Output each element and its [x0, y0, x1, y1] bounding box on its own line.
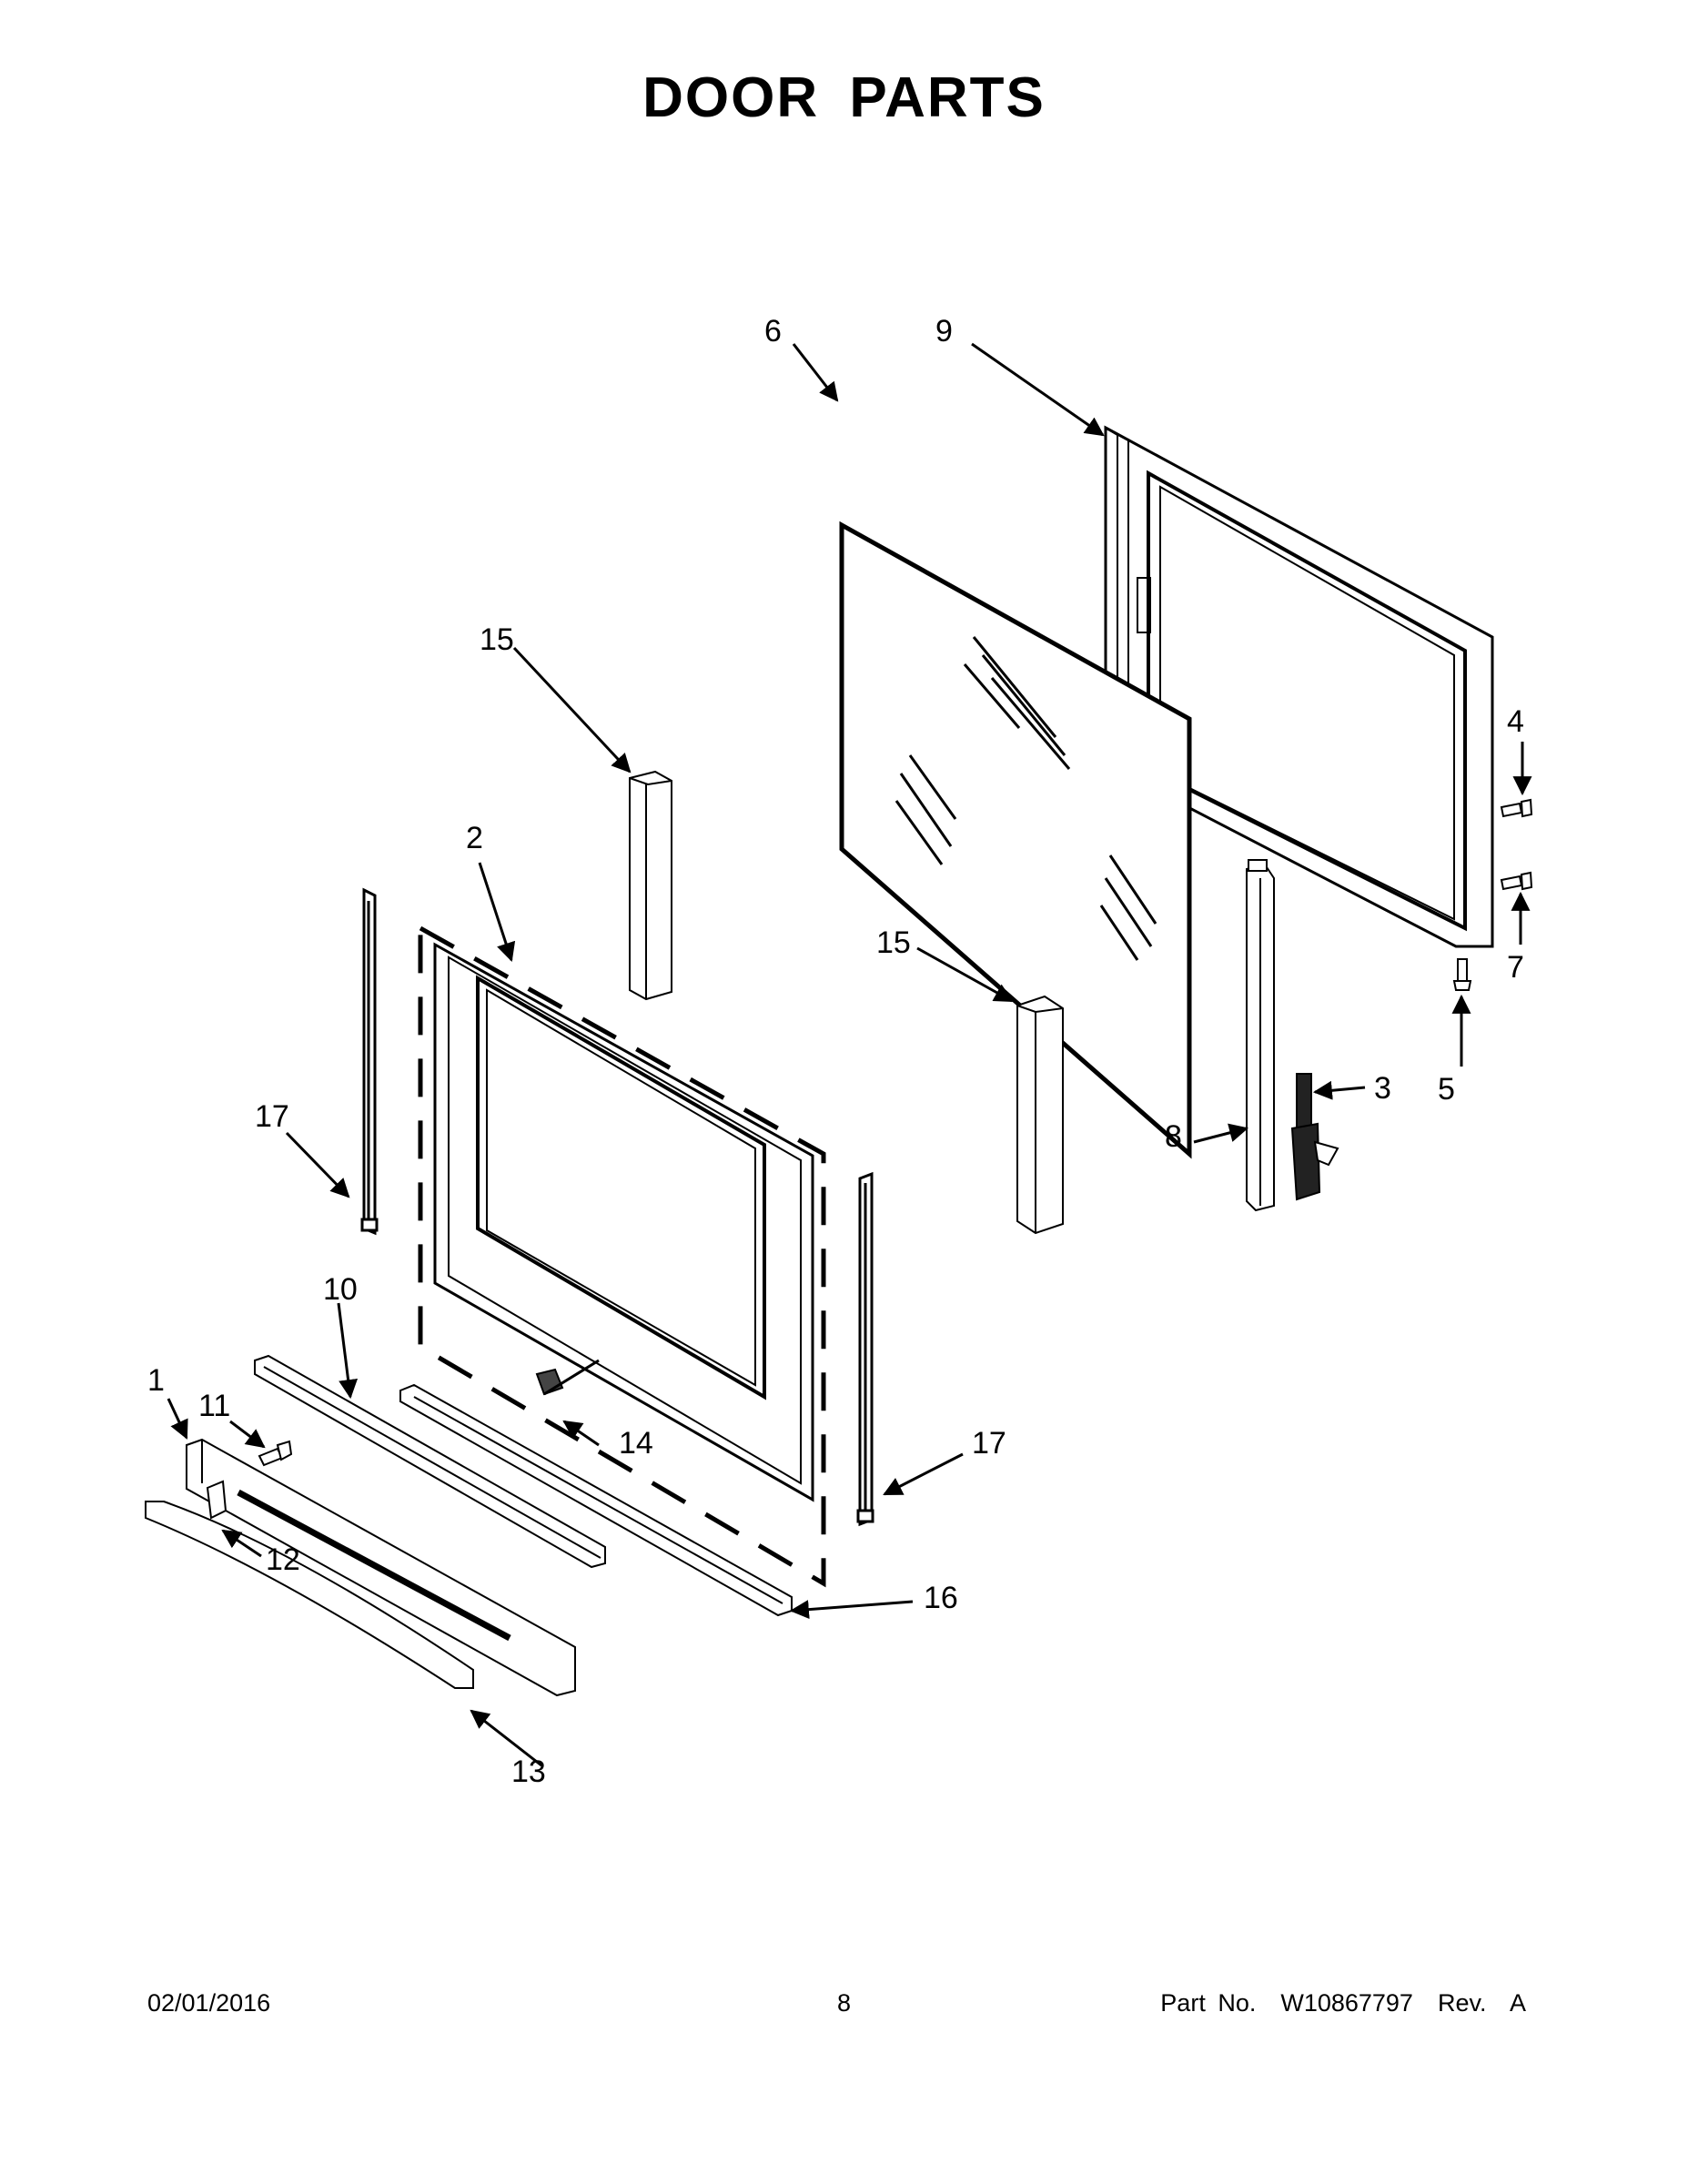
part-7-screw	[1500, 871, 1533, 891]
part-4-screw	[1500, 798, 1533, 818]
callout-7: 7	[1507, 950, 1524, 985]
callout-2: 2	[466, 821, 483, 855]
callout-4: 4	[1507, 704, 1524, 739]
callout-17-left: 17	[255, 1099, 289, 1134]
callout-14: 14	[619, 1426, 653, 1461]
page-title: DOOR PARTS	[642, 66, 1046, 129]
part-15-spacer-right	[1016, 995, 1064, 1235]
footer-part-number: Part No. W10867797 Rev. A	[1160, 1989, 1526, 2017]
part-13-handle	[145, 1501, 474, 1689]
callout-15-left: 15	[480, 622, 514, 657]
part-12-handle-end-cap	[206, 1480, 227, 1520]
callout-12: 12	[266, 1542, 300, 1577]
callout-15-right: 15	[876, 925, 911, 960]
callout-17-right: 17	[972, 1426, 1006, 1461]
callout-8: 8	[1165, 1119, 1182, 1154]
callout-3: 3	[1374, 1071, 1391, 1106]
part-2-outer-door-panel	[418, 924, 826, 1588]
part-6-glass-panel	[839, 521, 1192, 1159]
footer-page-number: 8	[836, 1989, 852, 2017]
part-10-vent-channel	[254, 1354, 606, 1569]
part-11-screw	[258, 1440, 293, 1467]
leader-lines	[167, 342, 1532, 1767]
part-5-screw	[1452, 958, 1472, 991]
callout-10: 10	[323, 1272, 358, 1307]
part-8-hinge-receiver	[1246, 859, 1275, 1212]
part-17-side-trim-right	[856, 1171, 874, 1527]
part-15-spacer-left	[629, 770, 672, 1001]
part-3-hinge	[1290, 1073, 1339, 1201]
callout-16: 16	[924, 1581, 958, 1615]
callout-11: 11	[198, 1389, 230, 1423]
callout-9: 9	[935, 314, 953, 349]
callout-13: 13	[511, 1754, 546, 1789]
part-1-door-trim	[186, 1438, 576, 1697]
footer-date: 02/01/2016	[147, 1989, 271, 2017]
callout-1: 1	[147, 1363, 165, 1398]
callout-5: 5	[1438, 1072, 1455, 1107]
callout-6: 6	[764, 314, 782, 349]
part-17-side-trim-left	[360, 887, 379, 1236]
part-9-inner-door-frame	[1104, 425, 1494, 948]
